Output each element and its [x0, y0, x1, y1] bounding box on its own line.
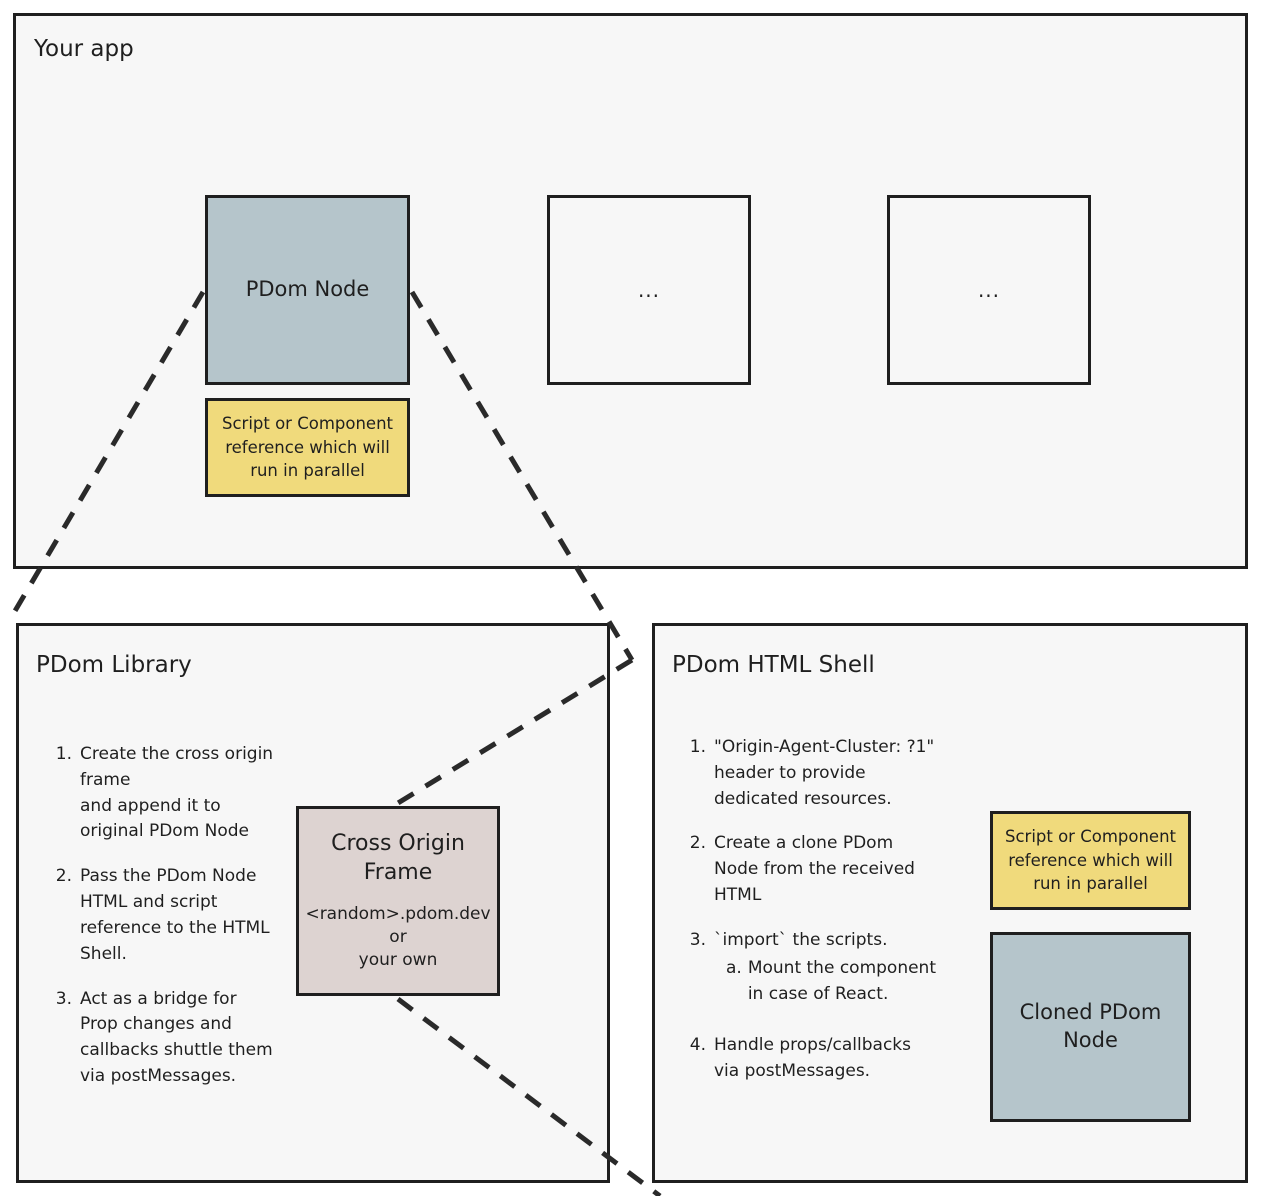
step-text: "Origin-Agent-Cluster: ?1" header to pro…	[714, 737, 935, 809]
box-placeholder-1: ...	[547, 195, 751, 385]
list-item: 4. Handle props/callbacks via postMessag…	[682, 1033, 937, 1085]
list-item: 1. Create the cross origin frame and app…	[48, 742, 278, 845]
step-number: 2.	[689, 833, 706, 854]
step-text: Pass the PDom Node HTML and script refer…	[80, 866, 270, 964]
panel-your-app-title: Your app	[34, 36, 134, 62]
substep-text: Mount the component in case of React.	[747, 957, 936, 1004]
step-number: 1.	[55, 744, 72, 764]
sub-list-item: a. Mount the component in case of React.	[726, 956, 937, 1008]
box-cross-origin-frame-title: Cross Origin Frame	[331, 831, 465, 885]
step-text: `import` the scripts.	[714, 929, 888, 950]
box-cloned-pdom-node: Cloned PDom Node	[990, 932, 1191, 1122]
step-text: Act as a bridge for Prop changes and cal…	[80, 988, 273, 1087]
box-script-reference-shell-label: Script or Component reference which will…	[1004, 827, 1177, 894]
box-cross-origin-frame-subtitle: <random>.pdom.dev or your own	[305, 904, 491, 971]
step-text: Create the cross origin frame and append…	[80, 744, 274, 842]
box-cross-origin-frame: Cross Origin Frame <random>.pdom.dev or …	[296, 806, 500, 996]
library-steps: 1. Create the cross origin frame and app…	[48, 742, 278, 1109]
step-row: 3. `import` the scripts.	[682, 928, 937, 954]
substep-number: a.	[726, 957, 742, 978]
box-pdom-node: PDom Node	[205, 195, 410, 385]
box-script-reference-app-label: Script or Component reference which will…	[221, 414, 394, 481]
shell-steps: 1. "Origin-Agent-Cluster: ?1" header to …	[682, 735, 937, 1104]
list-item: 2. Create a clone PDom Node from the rec…	[682, 831, 937, 908]
box-placeholder-1-label: ...	[637, 277, 661, 302]
box-script-reference-app: Script or Component reference which will…	[205, 398, 410, 497]
step-number: 4.	[689, 1035, 706, 1056]
list-item: 3. `import` the scripts. a. Mount the co…	[682, 928, 937, 1007]
step-text: Handle props/callbacks via postMessages.	[714, 1035, 912, 1082]
panel-pdom-html-shell-title: PDom HTML Shell	[672, 652, 875, 678]
step-number: 3.	[55, 988, 72, 1009]
step-number: 1.	[689, 737, 706, 757]
box-placeholder-2-label: ...	[977, 277, 1001, 302]
box-cloned-pdom-node-label: Cloned PDom Node	[1019, 1000, 1162, 1052]
list-item: 2. Pass the PDom Node HTML and script re…	[48, 864, 278, 967]
step-text: Create a clone PDom Node from the receiv…	[714, 833, 915, 906]
panel-pdom-library-title: PDom Library	[36, 652, 192, 678]
step-number: 2.	[55, 866, 72, 887]
box-script-reference-shell: Script or Component reference which will…	[990, 811, 1191, 910]
box-placeholder-2: ...	[887, 195, 1091, 385]
list-item: 1. "Origin-Agent-Cluster: ?1" header to …	[682, 735, 937, 812]
box-pdom-node-label: PDom Node	[245, 277, 370, 302]
list-item: 3. Act as a bridge for Prop changes and …	[48, 987, 278, 1090]
step-number: 3.	[689, 929, 706, 950]
